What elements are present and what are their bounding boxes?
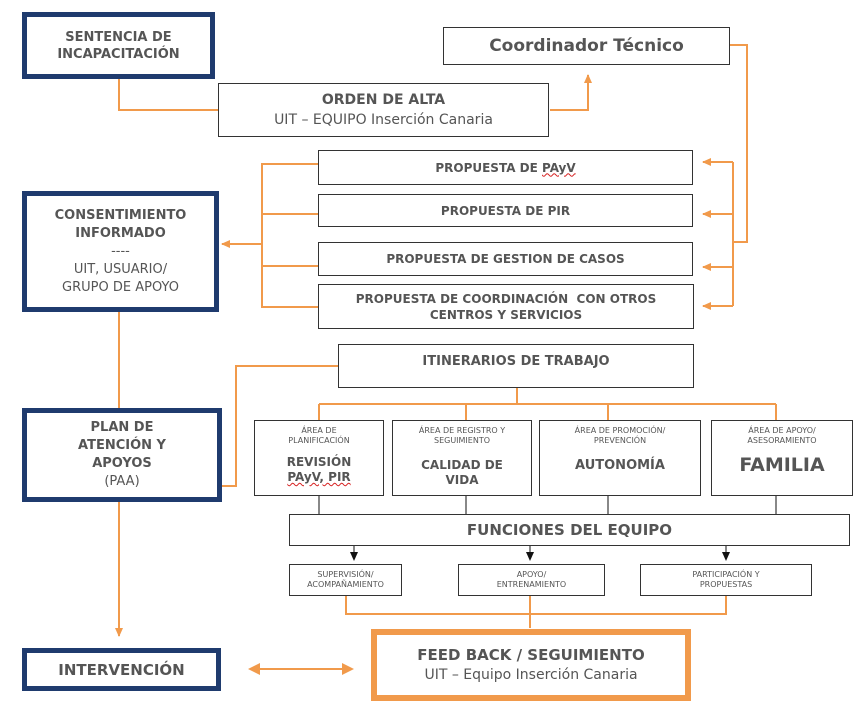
consentimiento-dash: ----	[111, 243, 130, 259]
subfuncion-apoyo-box: APOYO/ ENTRENAMIENTO	[458, 564, 605, 596]
area-planificacion-box: ÁREA DE PLANIFICACIÓN REVISIÓN PAyV, PIR	[254, 420, 384, 496]
feedback-box: FEED BACK / SEGUIMIENTO UIT – Equipo Ins…	[371, 629, 691, 701]
itinerarios-box: ITINERARIOS DE TRABAJO	[338, 344, 694, 388]
propuesta-casos-box: PROPUESTA DE GESTION DE CASOS	[318, 242, 693, 276]
coordinador-title: Coordinador Técnico	[489, 36, 684, 56]
area-planificacion-main2: PAyV, PIR	[287, 470, 351, 484]
sentencia-line2: INCAPACITACIÓN	[57, 46, 180, 62]
consentimiento-line1: CONSENTIMIENTO	[54, 207, 187, 223]
area-apoyo-main: FAMILIA	[739, 454, 825, 476]
consentimiento-line2: INFORMADO	[75, 225, 166, 241]
propuesta-coordinacion-line1: PROPUESTA DE COORDINACIÓN CON OTROS	[355, 291, 657, 306]
area-planificacion-label2: PLANIFICACIÓN	[288, 436, 350, 445]
subfuncion-participacion-box: PARTICIPACIÓN Y PROPUESTAS	[640, 564, 812, 596]
plan-line3: APOYOS	[92, 456, 152, 471]
area-planificacion-main1: REVISIÓN	[286, 455, 352, 469]
area-planificacion-label1: ÁREA DE	[301, 426, 337, 435]
plan-line4: (PAA)	[104, 474, 140, 489]
propuesta-pir-label: PROPUESTA DE PIR	[440, 203, 571, 218]
propuesta-casos-label: PROPUESTA DE GESTION DE CASOS	[386, 252, 625, 266]
orden-title: ORDEN DE ALTA	[321, 92, 446, 108]
orden-subtitle: UIT – EQUIPO Inserción Canaria	[274, 112, 493, 128]
area-apoyo-label1: ÁREA DE APOYO/	[748, 426, 816, 435]
area-registro-label1: ÁREA DE REGISTRO Y	[418, 426, 506, 435]
area-promocion-label1: ÁREA DE PROMOCIÓN/	[574, 426, 666, 435]
subfuncion-supervision-line2: ACOMPAÑAMIENTO	[307, 580, 384, 589]
area-promocion-label2: PREVENCIÓN	[593, 436, 647, 445]
propuesta-coordinacion-box: PROPUESTA DE COORDINACIÓN CON OTROS CENT…	[318, 284, 694, 329]
area-registro-box: ÁREA DE REGISTRO Y SEGUIMIENTO CALIDAD D…	[392, 420, 532, 496]
coordinador-box: Coordinador Técnico	[443, 27, 730, 65]
line-sentencia-orden	[118, 78, 218, 111]
line-plan-itinerarios	[222, 365, 338, 487]
subfuncion-supervision-line1: SUPERVISIÓN/	[317, 570, 374, 579]
plan-line1: PLAN DE	[90, 420, 154, 435]
consentimiento-line4: GRUPO DE APOYO	[62, 279, 179, 295]
area-promocion-main: AUTONOMÍA	[575, 458, 665, 473]
subfuncion-participacion-line1: PARTICIPACIÓN Y	[692, 570, 760, 579]
plan-line2: ATENCIÓN Y	[78, 438, 166, 453]
line-propuestas-consentimiento	[261, 163, 318, 308]
area-registro-label2: SEGUIMIENTO	[433, 436, 491, 445]
plan-box: PLAN DE ATENCIÓN Y APOYOS (PAA)	[22, 408, 222, 502]
feedback-title: FEED BACK / SEGUIMIENTO	[417, 646, 645, 664]
itinerarios-title: ITINERARIOS DE TRABAJO	[422, 354, 610, 369]
funciones-title: FUNCIONES DEL EQUIPO	[466, 521, 673, 539]
propuesta-coordinacion-line2: CENTROS Y SERVICIOS	[429, 307, 583, 322]
subfuncion-supervision-box: SUPERVISIÓN/ ACOMPAÑAMIENTO	[289, 564, 402, 596]
line-subfunciones-feedback	[345, 596, 727, 615]
subfuncion-apoyo-line1: APOYO/	[516, 570, 547, 579]
subfuncion-participacion-line2: PROPUESTAS	[699, 580, 753, 589]
line-orden-coordinador	[550, 74, 592, 111]
orden-box: ORDEN DE ALTA UIT – EQUIPO Inserción Can…	[218, 83, 549, 137]
intervencion-title: INTERVENCIÓN	[58, 660, 185, 679]
propuesta-payv-label: PROPUESTA DE PAyV	[435, 160, 576, 175]
area-registro-main2: VIDA	[445, 473, 479, 487]
feedback-subtitle: UIT – Equipo Inserción Canaria	[424, 667, 638, 683]
consentimiento-line3: UIT, USUARIO/	[73, 261, 168, 277]
intervencion-box: INTERVENCIÓN	[22, 648, 221, 691]
consentimiento-box: CONSENTIMIENTO INFORMADO ---- UIT, USUAR…	[22, 191, 219, 312]
sentencia-line1: SENTENCIA DE	[65, 29, 172, 45]
area-apoyo-box: ÁREA DE APOYO/ ASESORAMIENTO FAMILIA	[711, 420, 853, 496]
sentencia-box: SENTENCIA DE INCAPACITACIÓN	[22, 12, 215, 79]
area-apoyo-label2: ASESORAMIENTO	[747, 436, 817, 445]
area-promocion-box: ÁREA DE PROMOCIÓN/ PREVENCIÓN AUTONOMÍA	[539, 420, 701, 496]
propuesta-payv-box: PROPUESTA DE PAyV	[318, 150, 693, 185]
funciones-box: FUNCIONES DEL EQUIPO	[289, 514, 850, 546]
area-registro-main1: CALIDAD DE	[421, 458, 503, 472]
propuesta-pir-box: PROPUESTA DE PIR	[318, 194, 693, 227]
subfuncion-apoyo-line2: ENTRENAMIENTO	[496, 580, 567, 589]
line-coordinador-propuestas	[730, 44, 748, 243]
